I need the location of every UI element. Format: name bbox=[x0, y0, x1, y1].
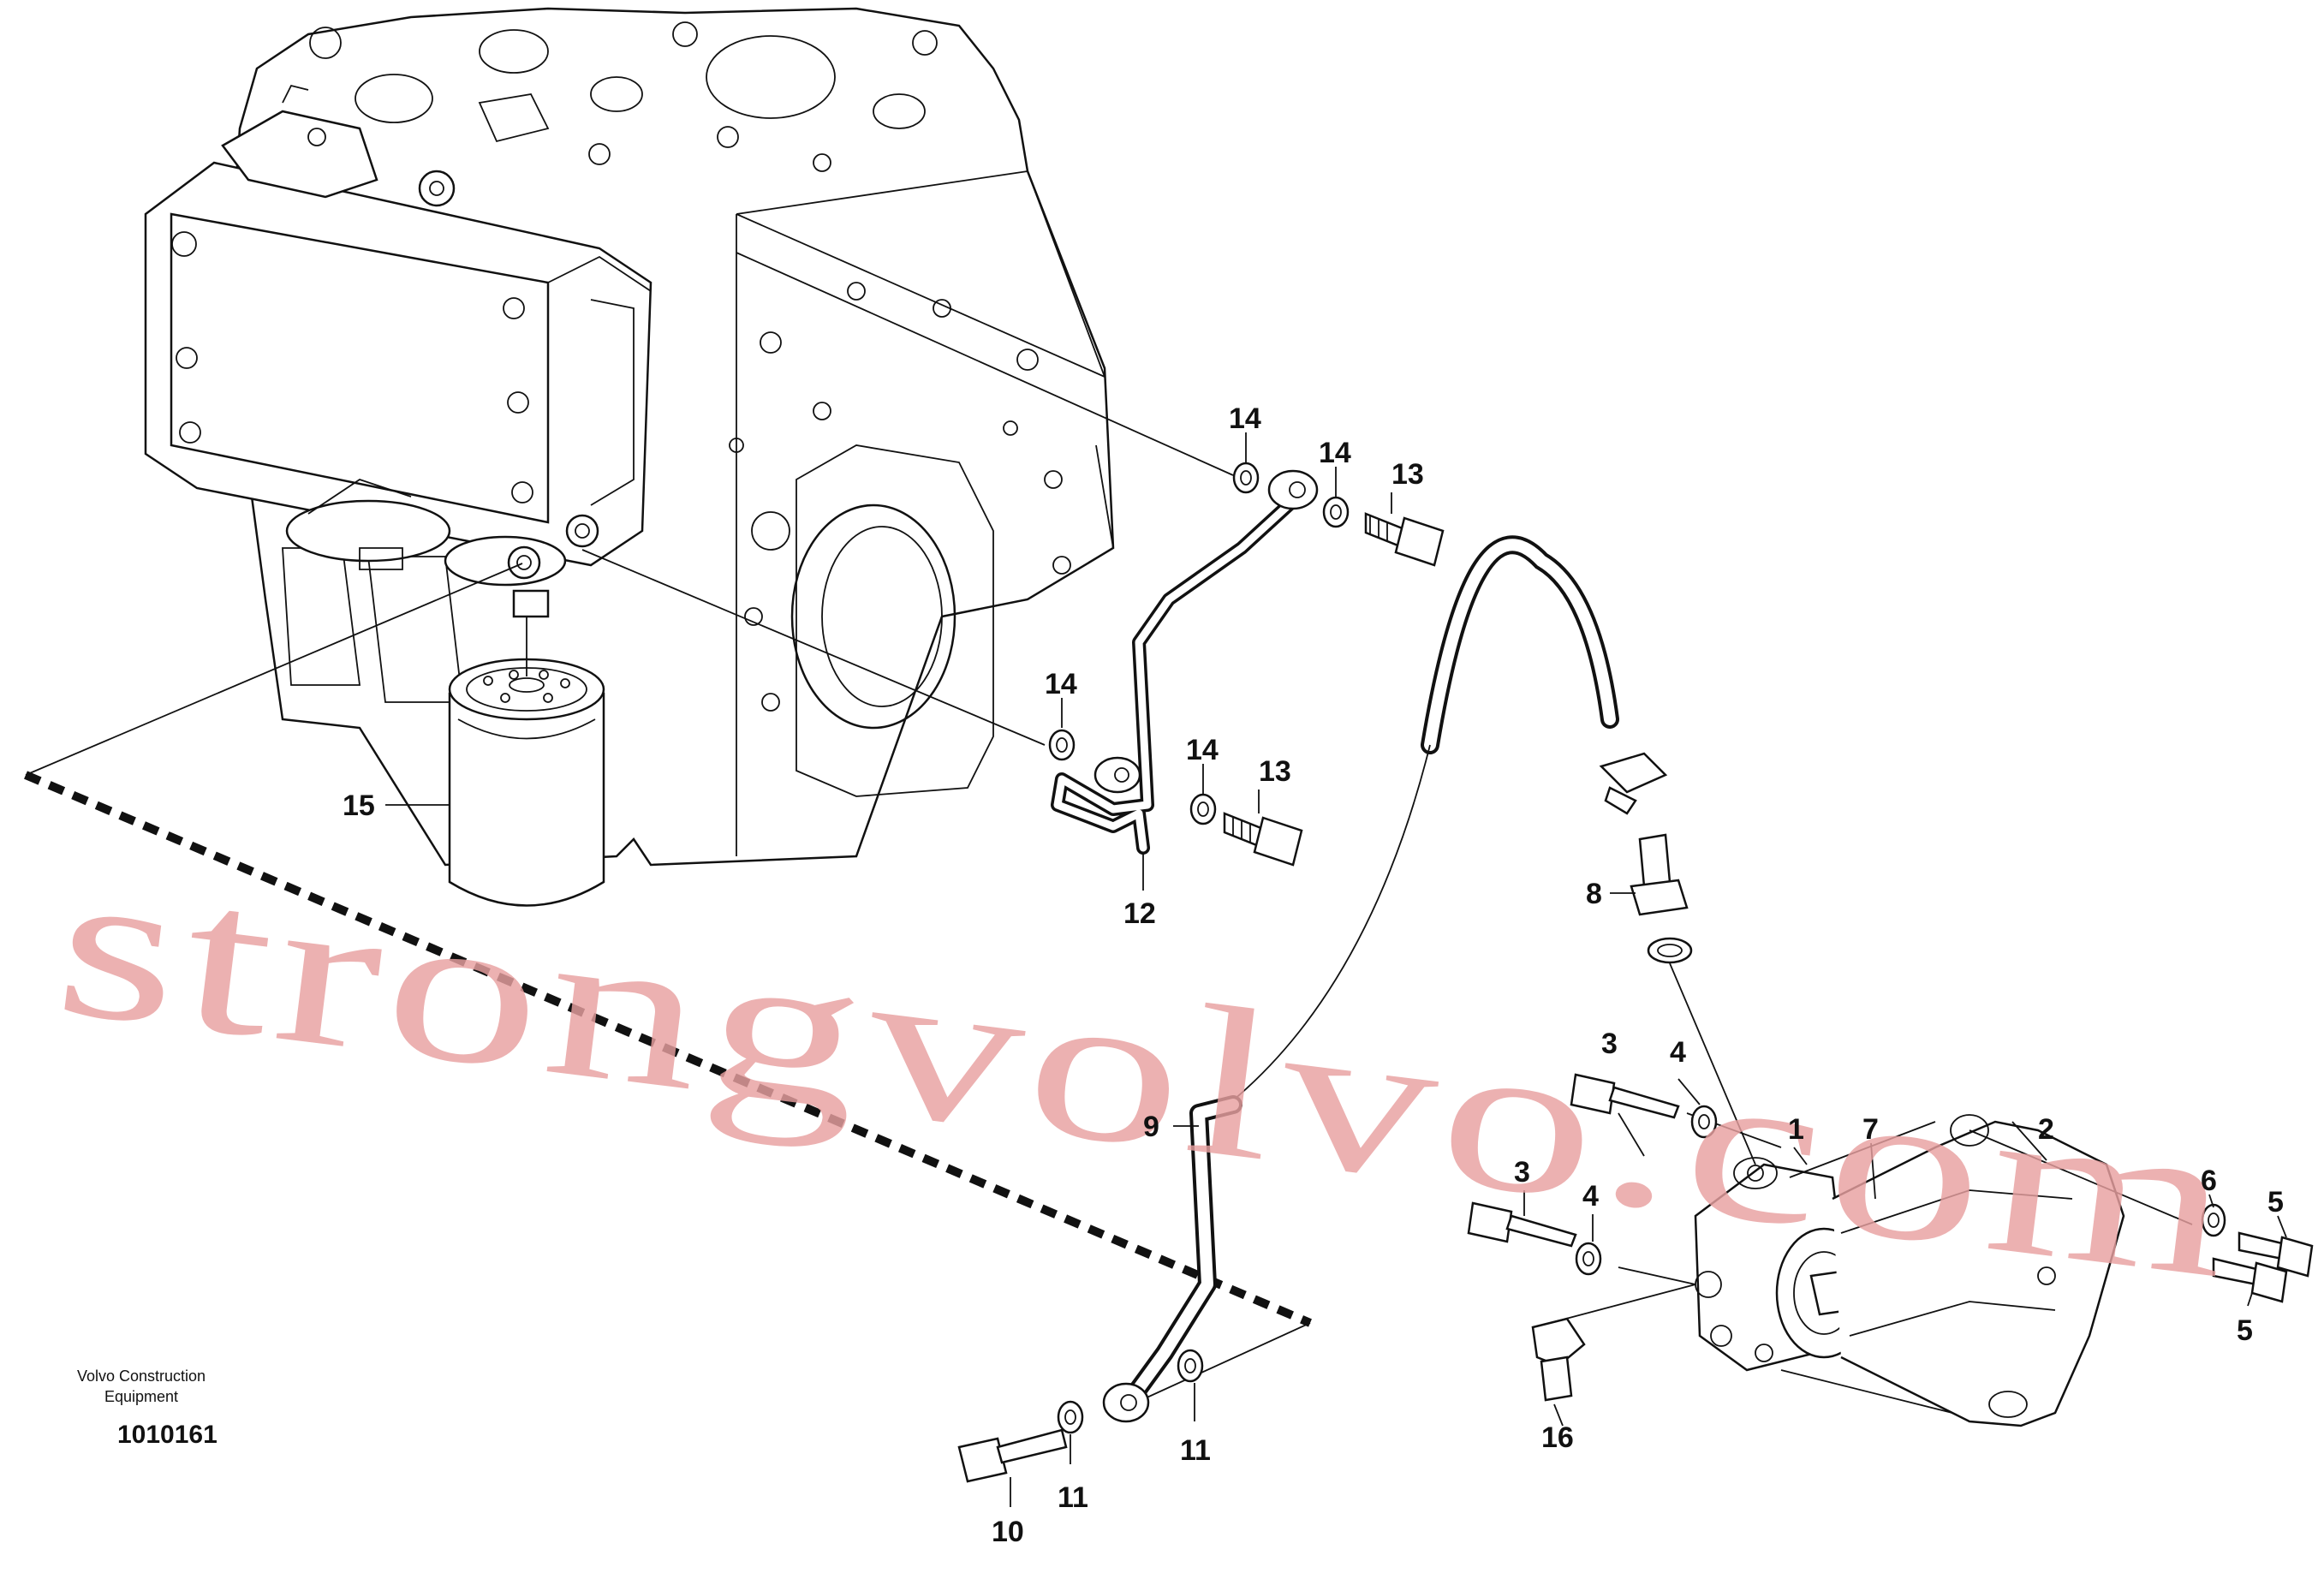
washer-14 bbox=[1048, 462, 1350, 825]
engine-block bbox=[229, 7, 1115, 867]
oil-filter bbox=[448, 617, 605, 907]
drawing-number: 1010161 bbox=[117, 1421, 218, 1449]
callout-9: 9 bbox=[1143, 1111, 1159, 1143]
callout-4: 4 bbox=[1582, 1180, 1599, 1213]
callout-12: 12 bbox=[1123, 897, 1156, 930]
leader-line bbox=[1789, 1121, 1936, 1178]
callout-2: 2 bbox=[2038, 1113, 2054, 1146]
callout-6: 6 bbox=[2201, 1165, 2217, 1197]
callout-5: 5 bbox=[2237, 1314, 2253, 1347]
oil-pipe-12 bbox=[1051, 469, 1319, 855]
leader-line bbox=[736, 252, 1234, 476]
callout-14: 14 bbox=[1229, 402, 1261, 435]
leader-line bbox=[1780, 1369, 1953, 1414]
callout-13: 13 bbox=[1259, 755, 1291, 788]
bolt-13 bbox=[1223, 512, 1445, 867]
callout-10: 10 bbox=[992, 1516, 1024, 1548]
callout-16: 16 bbox=[1541, 1421, 1574, 1454]
leader-line bbox=[1549, 1284, 1696, 1324]
company-name-line1: Volvo Construction bbox=[77, 1367, 206, 1385]
callout-13: 13 bbox=[1391, 458, 1424, 491]
washer-6 bbox=[2201, 1203, 2226, 1237]
leader-line bbox=[581, 549, 1046, 746]
bolt-3 bbox=[1467, 1073, 1680, 1248]
assembly-boundary-line bbox=[24, 771, 1312, 1327]
callout-5: 5 bbox=[2267, 1186, 2284, 1219]
callout-11: 11 bbox=[1180, 1434, 1211, 1467]
callout-8: 8 bbox=[1586, 878, 1602, 910]
oil-hose-9 bbox=[1102, 535, 1619, 1423]
adapter-nipple-8 bbox=[1630, 833, 1756, 1165]
washer-11 bbox=[1057, 1349, 1204, 1434]
bolt-10 bbox=[957, 1428, 1068, 1483]
callout-7: 7 bbox=[1862, 1113, 1879, 1146]
callout-15: 15 bbox=[343, 790, 375, 822]
callout-14: 14 bbox=[1319, 437, 1351, 469]
leader-line bbox=[25, 563, 523, 776]
leader-line bbox=[1969, 1129, 2193, 1225]
oil-cooler bbox=[144, 84, 653, 618]
company-name-line2: Equipment bbox=[104, 1388, 178, 1405]
leader-line bbox=[1618, 1266, 1696, 1285]
washer-4 bbox=[1575, 1105, 1718, 1276]
callout-3: 3 bbox=[1514, 1156, 1530, 1189]
callout-11: 11 bbox=[1058, 1481, 1088, 1514]
fitting-16 bbox=[1531, 1317, 1586, 1402]
callout-1: 1 bbox=[1788, 1113, 1804, 1146]
callout-14: 14 bbox=[1186, 734, 1219, 766]
callout-leaders bbox=[385, 432, 2287, 1507]
bolt-5 bbox=[2212, 1231, 2314, 1303]
hose-clamp bbox=[1599, 752, 1668, 815]
bracket-7 bbox=[1832, 1114, 2125, 1427]
callout-14: 14 bbox=[1045, 668, 1077, 700]
callout-4: 4 bbox=[1670, 1036, 1686, 1069]
callout-3: 3 bbox=[1601, 1028, 1618, 1060]
